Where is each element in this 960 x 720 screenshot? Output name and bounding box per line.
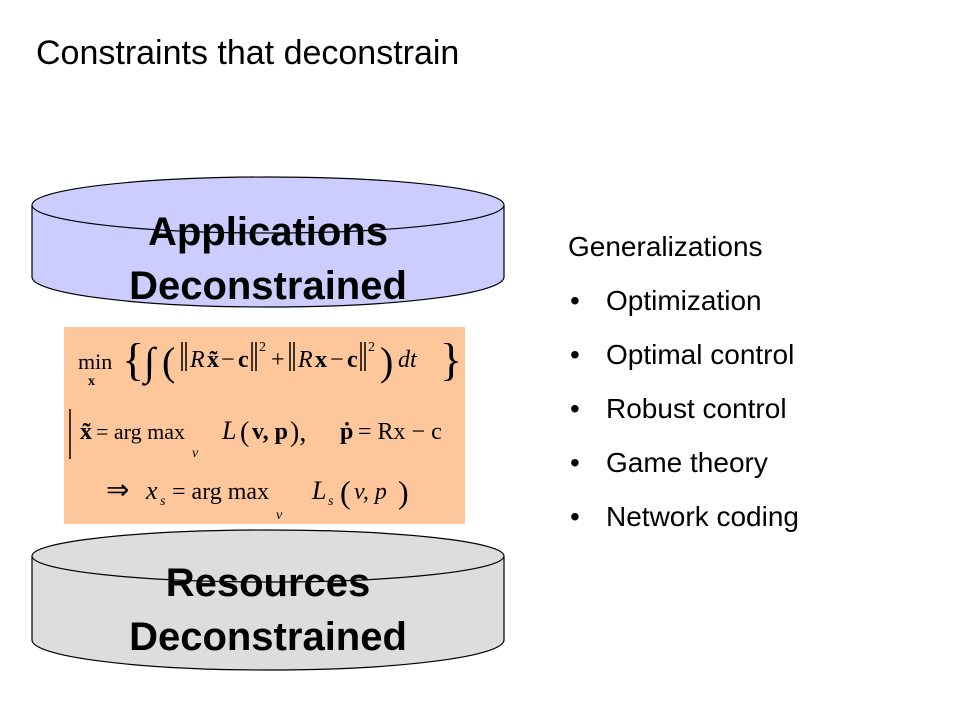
- x-tilde-1: x̃: [207, 347, 219, 373]
- L-s-symbol: L: [311, 476, 326, 505]
- c-1: c: [238, 347, 249, 373]
- generalizations-heading: Generalizations: [568, 231, 763, 262]
- applications-label-line2: Deconstrained: [129, 264, 407, 308]
- list-item-label: Optimal control: [606, 339, 795, 370]
- integral-sign: ∫: [141, 339, 158, 386]
- list-item-label: Game theory: [606, 447, 768, 478]
- L-symbol: L: [221, 416, 236, 445]
- min-subscript: x: [88, 374, 95, 389]
- list-item-label: Optimization: [606, 285, 762, 316]
- generalizations-list: Generalizations • Optimization • Optimal…: [568, 220, 799, 544]
- p-dot: ṗ: [340, 419, 353, 445]
- left-brace: {: [122, 334, 144, 385]
- bullet-icon: •: [570, 501, 580, 532]
- right-paren-comma: ),: [290, 417, 306, 448]
- left-paren-3: (: [340, 474, 351, 510]
- list-item: • Game theory: [568, 436, 799, 490]
- equation-line-2: x̃ = arg max v L ( v, p ), ṗ = Rx − c: [69, 409, 442, 461]
- resources-label-line1: Resources: [165, 561, 371, 605]
- equation-line-3: ⇒ x s = arg max v L s ( v, p ): [106, 474, 409, 523]
- square-exp-1: 2: [259, 340, 266, 355]
- list-item: • Network coding: [568, 490, 799, 544]
- argmax-2: = arg max: [172, 479, 269, 505]
- plus: +: [271, 347, 285, 373]
- list-item: • Robust control: [568, 382, 799, 436]
- resources-cylinder-shape: [31, 529, 505, 671]
- x-s-subscript: s: [160, 494, 166, 509]
- equation-box: min x { ∫ ( R x̃ − c 2 + R x − c 2 ) dt: [64, 327, 465, 524]
- list-item-label: Robust control: [606, 393, 787, 424]
- resources-cylinder: Resources Deconstrained: [30, 528, 506, 678]
- right-brace: }: [440, 334, 462, 385]
- list-item: • Optimal control: [568, 328, 799, 382]
- x-2: x: [315, 347, 327, 373]
- list-item: • Optimization: [568, 274, 799, 328]
- c-2: c: [347, 347, 358, 373]
- x-s: x: [145, 476, 158, 505]
- minus-1: −: [221, 347, 235, 373]
- right-paren-3: ): [398, 474, 409, 510]
- resources-label-line2: Deconstrained: [129, 615, 407, 659]
- R-symbol-1: R: [189, 347, 205, 373]
- bullet-icon: •: [570, 339, 580, 370]
- applications-cylinder-shape: [31, 176, 505, 308]
- list-item-label: Network coding: [606, 501, 799, 532]
- left-paren-2: (: [240, 417, 249, 448]
- bullet-icon: •: [570, 285, 580, 316]
- v-p-args: v, p: [252, 419, 288, 445]
- minus-2: −: [330, 347, 344, 373]
- left-paren-large: (: [162, 339, 175, 384]
- L-s-subscript: s: [328, 494, 334, 509]
- equation-graphic: min x { ∫ ( R x̃ − c 2 + R x − c 2 ) dt: [69, 334, 462, 523]
- argmax-subscript-2: v: [276, 508, 283, 523]
- bullet-icon: •: [570, 447, 580, 478]
- argmax-subscript-1: v: [192, 446, 199, 461]
- min-operator: min: [78, 349, 112, 374]
- R-symbol-2: R: [297, 347, 313, 373]
- argmax-1: = arg max: [96, 419, 185, 444]
- applications-label-line1: Applications: [147, 210, 389, 254]
- bullet-icon: •: [570, 393, 580, 424]
- dt: dt: [398, 347, 418, 373]
- equation-line-1: min x { ∫ ( R x̃ − c 2 + R x − c 2 ) dt: [78, 334, 462, 389]
- square-exp-2: 2: [368, 340, 375, 355]
- applications-cylinder: Applications Deconstrained: [30, 175, 506, 310]
- right-paren-large: ): [380, 339, 393, 384]
- p-dot-rhs: = Rx − c: [358, 419, 442, 445]
- v-p-args-2: v, p: [354, 479, 387, 505]
- slide-title: Constraints that deconstrain: [36, 34, 460, 72]
- x-tilde-lhs: x̃: [80, 419, 92, 445]
- implies-arrow: ⇒: [106, 475, 129, 506]
